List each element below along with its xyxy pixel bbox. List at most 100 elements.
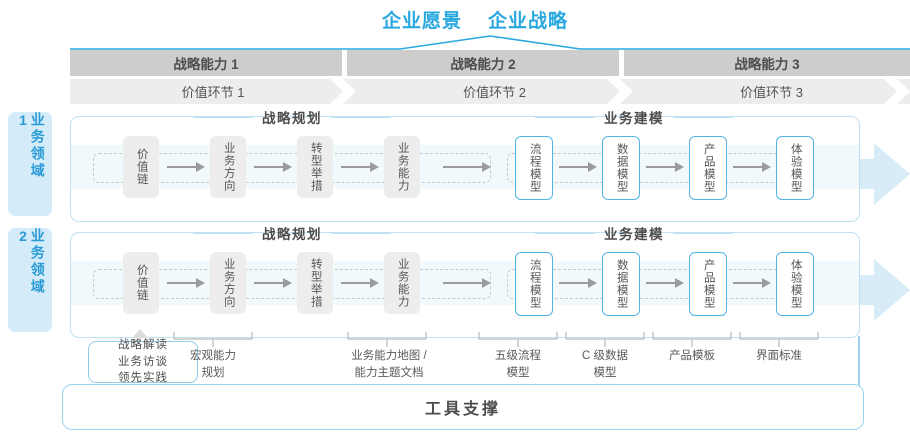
row2-node-data-model[interactable]: 数据模型 [602, 252, 640, 316]
value-link-label-2: 价值环节 2 [463, 85, 526, 100]
row1-section-header-modeling: 业务建模 [521, 108, 747, 126]
bottom-label-3: 五级流程 模型 [478, 348, 558, 381]
bottom-label-2-line-1: 业务能力地图 / [351, 350, 427, 362]
bottom-tool-box-text: 战略解读 业务访谈 领先实践 [118, 337, 168, 387]
row2-node-label-6: 数据模型 [615, 259, 628, 309]
capability-label-1: 战略能力 1 [173, 57, 239, 72]
row1-arrow-1 [167, 162, 205, 172]
row1-node-product-model[interactable]: 产品模型 [689, 136, 727, 200]
value-link-label-3: 价值环节 3 [740, 85, 803, 100]
row1-node-data-model[interactable]: 数据模型 [602, 136, 640, 200]
bottom-label-4: C 级数据 模型 [565, 348, 645, 381]
row1-node-label-1: 价值链 [135, 148, 148, 186]
row2-node-value-chain[interactable]: 价值链 [123, 252, 159, 314]
row1-node-experience-model[interactable]: 体验模型 [776, 136, 814, 200]
row1-node-label-7: 产品模型 [702, 143, 715, 193]
row1-node-value-chain[interactable]: 价值链 [123, 136, 159, 198]
section-label-modeling-2: 业务建模 [604, 227, 664, 242]
row1-node-label-5: 流程模型 [528, 143, 541, 193]
bottom-label-3-line-1: 五级流程 [495, 350, 541, 362]
row2-node-transformation-measures[interactable]: 转型举措 [297, 252, 333, 314]
row2-node-process-model[interactable]: 流程模型 [515, 252, 553, 316]
apex-connector-line [70, 35, 910, 50]
row2-node-label-5: 流程模型 [528, 259, 541, 309]
bottom-label-1-line-2: 规划 [201, 366, 225, 379]
row2-section-header-planning: 战略规划 [179, 224, 405, 242]
tool-support-label: 工具支撑 [424, 401, 501, 418]
row1-node-business-capability[interactable]: 业务能力 [384, 136, 420, 198]
row1-arrow-3 [341, 162, 379, 172]
row1-arrow-7 [733, 162, 771, 172]
value-link-cell-1[interactable]: 价值环节 1 [70, 79, 356, 104]
bottom-label-1: 宏观能力 规划 [173, 348, 253, 381]
tool-box-line-2: 业务访谈 [118, 355, 168, 368]
header-titles: 企业愿景 企业战略 [340, 6, 610, 32]
row2-arrow-7 [733, 278, 771, 288]
row2-node-label-8: 体验模型 [789, 259, 802, 309]
tool-box-line-1: 战略解读 [118, 339, 168, 351]
capability-cell-2[interactable]: 战略能力 2 [347, 50, 619, 76]
row2-node-label-7: 产品模型 [702, 259, 715, 309]
row2-node-business-capability[interactable]: 业务能力 [384, 252, 420, 314]
bottom-label-4-line-2: 模型 [593, 366, 617, 379]
row1-node-label-6: 数据模型 [615, 143, 628, 193]
tool-support-bar[interactable]: 工具支撑 [62, 384, 864, 430]
bottom-label-5-line-1: 产品模板 [669, 350, 715, 362]
title-enterprise-strategy: 企业战略 [488, 10, 569, 32]
capability-cell-1[interactable]: 战略能力 1 [70, 50, 342, 76]
section-label-modeling-1: 业务建模 [604, 111, 664, 126]
row1-node-label-8: 体验模型 [789, 143, 802, 193]
row2-node-label-2: 业务方向 [222, 258, 235, 308]
bottom-label-1-line-1: 宏观能力 [190, 350, 236, 362]
row2-node-label-3: 转型举措 [309, 258, 322, 308]
side-label-domain-1[interactable]: 业务领域 1 [8, 112, 52, 216]
value-link-cell-2[interactable]: 价值环节 2 [356, 79, 633, 104]
section-label-planning-2: 战略规划 [262, 227, 322, 242]
row2-node-label-1: 价值链 [135, 264, 148, 302]
bottom-label-2: 业务能力地图 / 能力主题文档 [330, 348, 448, 381]
row-panel-1: 战略规划 业务建模 价值链 业务方向 转型举措 业务能力 流程模型 数据模型 产 [70, 111, 860, 222]
side-label-text-1: 业务领域 1 [15, 112, 46, 180]
row1-arrow-2 [254, 162, 292, 172]
bottom-label-4-line-1: C 级数据 [582, 350, 628, 362]
row2-node-product-model[interactable]: 产品模型 [689, 252, 727, 316]
row1-node-label-2: 业务方向 [222, 142, 235, 192]
row1-arrow-6 [646, 162, 684, 172]
row1-node-process-model[interactable]: 流程模型 [515, 136, 553, 200]
capability-label-3: 战略能力 3 [734, 57, 800, 72]
row1-node-business-direction[interactable]: 业务方向 [210, 136, 246, 198]
bottom-brace-connectors [132, 330, 819, 354]
row2-arrow-4 [443, 278, 491, 288]
value-link-label-1: 价值环节 1 [181, 85, 245, 100]
row2-arrow-5 [559, 278, 597, 288]
bottom-label-5: 产品模板 [652, 348, 732, 365]
side-label-text-2: 业务领域 2 [15, 228, 46, 296]
row1-node-label-4: 业务能力 [396, 142, 409, 192]
bottom-label-2-line-2: 能力主题文档 [354, 366, 424, 379]
bottom-label-6-line-1: 界面标准 [756, 350, 802, 362]
row1-node-transformation-measures[interactable]: 转型举措 [297, 136, 333, 198]
tool-box-line-3: 领先实践 [118, 372, 168, 385]
strategic-capability-bar: 战略能力 1 战略能力 2 战略能力 3 [70, 50, 910, 76]
side-label-domain-2[interactable]: 业务领域 2 [8, 228, 52, 332]
row2-arrow-2 [254, 278, 292, 288]
bottom-tool-box[interactable]: 战略解读 业务访谈 领先实践 [88, 339, 198, 384]
bottom-label-6: 界面标准 [739, 348, 819, 365]
row2-arrow-1 [167, 278, 205, 288]
row2-arrow-6 [646, 278, 684, 288]
bottom-label-3-line-2: 模型 [506, 366, 530, 379]
row2-node-experience-model[interactable]: 体验模型 [776, 252, 814, 316]
row2-section-header-modeling: 业务建模 [521, 224, 747, 242]
tool-support-right-connector [858, 336, 860, 386]
row1-section-header-planning: 战略规划 [179, 108, 405, 126]
row2-arrow-3 [341, 278, 379, 288]
section-label-planning-1: 战略规划 [262, 111, 322, 126]
row2-node-business-direction[interactable]: 业务方向 [210, 252, 246, 314]
row1-arrow-4 [443, 162, 491, 172]
row2-node-label-4: 业务能力 [396, 258, 409, 308]
row-panel-2: 战略规划 业务建模 价值链 业务方向 转型举措 业务能力 流程模型 数据模型 产… [70, 227, 860, 338]
title-enterprise-vision: 企业愿景 [381, 10, 462, 32]
capability-cell-3[interactable]: 战略能力 3 [624, 50, 910, 76]
value-link-cell-3[interactable]: 价值环节 3 [633, 79, 910, 104]
